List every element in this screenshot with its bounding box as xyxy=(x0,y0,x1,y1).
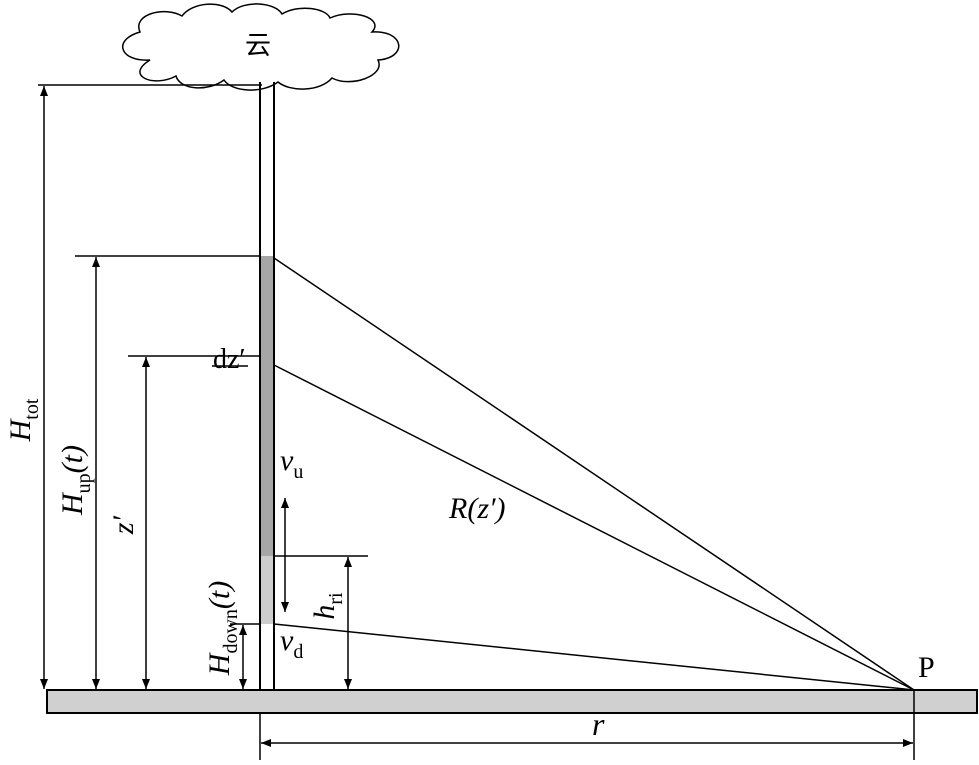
reference-lines xyxy=(38,84,368,625)
v-d-label: vd xyxy=(280,624,303,663)
h-ri-label: hri xyxy=(308,592,347,620)
h-up-label: Hup(t) xyxy=(56,445,95,516)
dimension-arrows xyxy=(40,86,913,747)
point-P-label: P xyxy=(918,651,935,684)
h-down-label: Hdown(t) xyxy=(203,581,242,676)
R-z-label: R(z′) xyxy=(448,492,506,525)
r-extension-lines xyxy=(259,690,915,760)
z-prime-label: z′ xyxy=(107,515,140,535)
rays-to-point-P xyxy=(273,257,915,691)
cloud-label: 云 xyxy=(245,31,271,60)
dz-prime-label: dz′ xyxy=(213,344,246,375)
v-u-label: vu xyxy=(280,444,303,483)
cloud-shape xyxy=(122,3,400,91)
channel-upper-segment xyxy=(260,256,274,556)
h-tot-label: Htot xyxy=(4,398,43,442)
ground-plane xyxy=(46,689,978,714)
lightning-channel xyxy=(259,82,275,690)
channel-lower-segment xyxy=(260,556,274,624)
r-label: r xyxy=(592,706,605,742)
